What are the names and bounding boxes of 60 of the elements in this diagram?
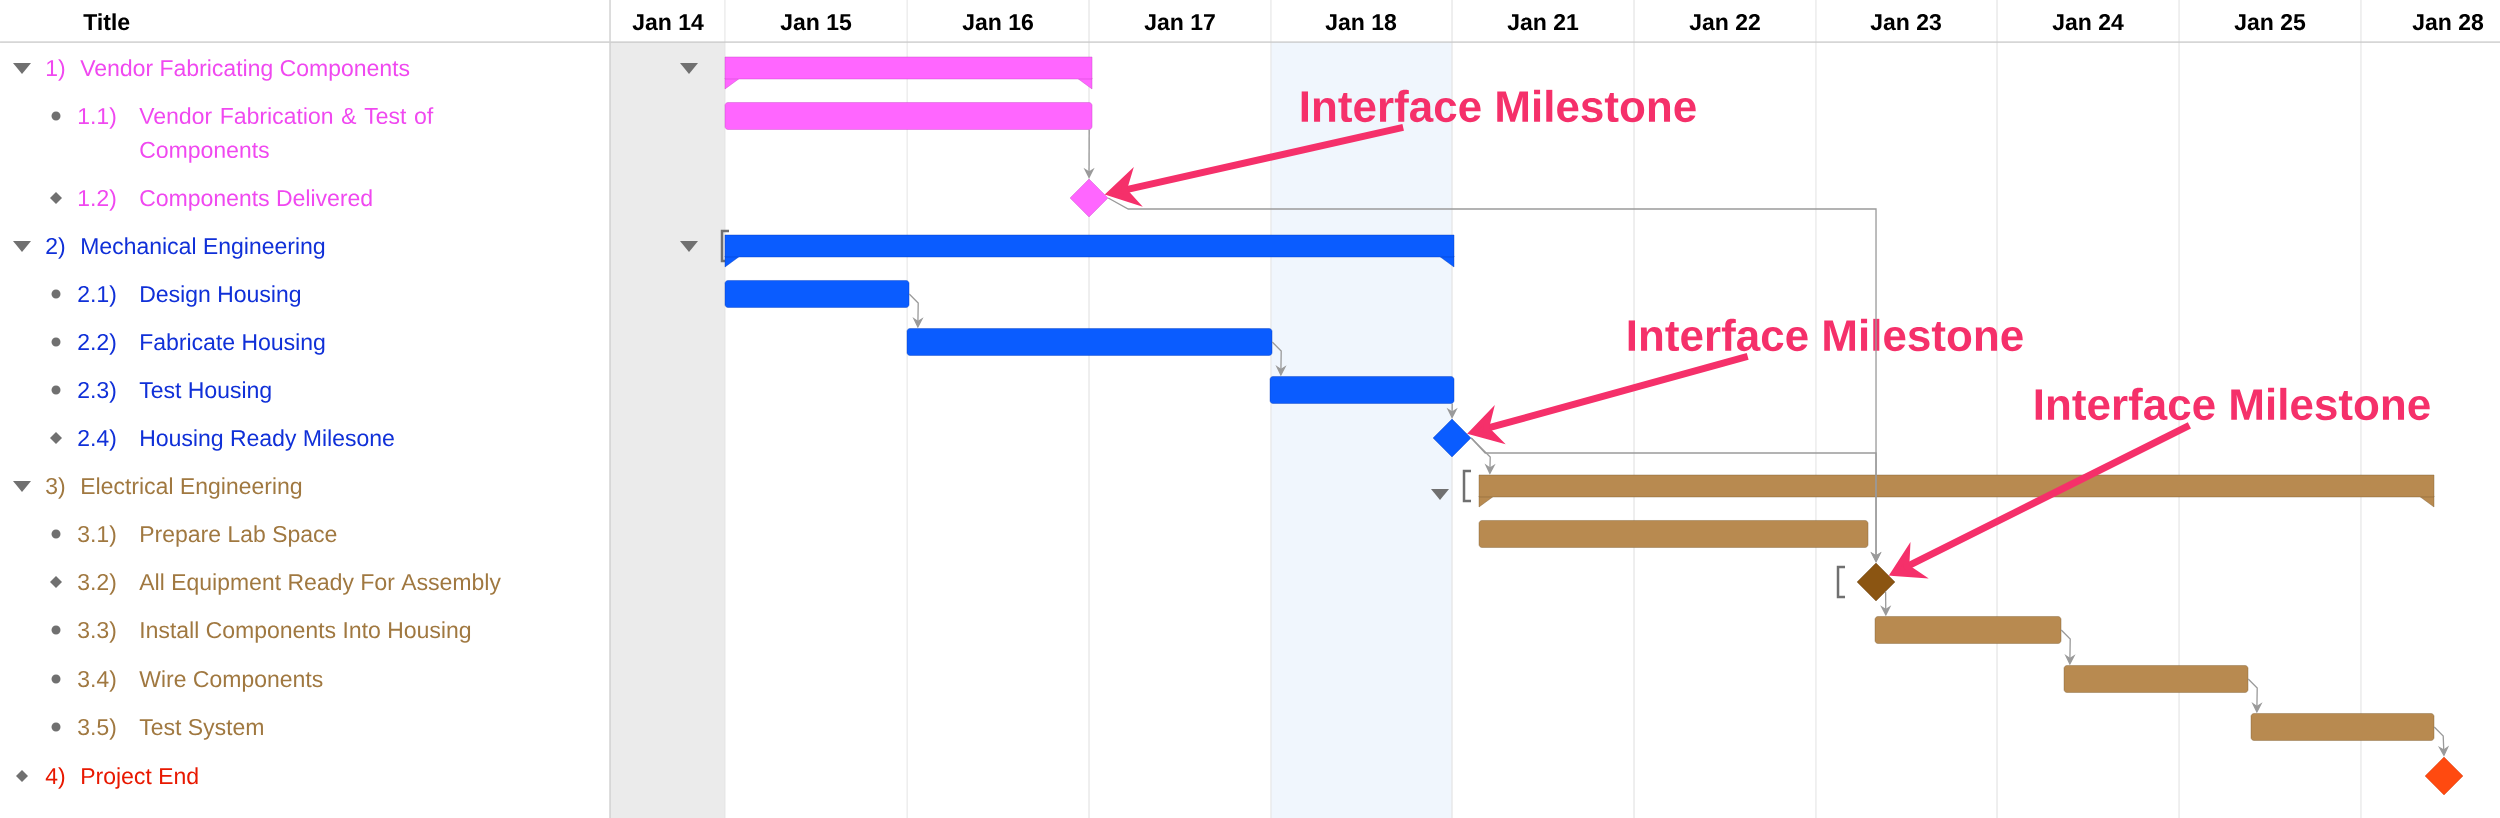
task-title: Components Delivered xyxy=(140,189,372,211)
date-header: Jan 16 xyxy=(962,13,1033,31)
task-title: Vendor Fabrication & Test of Components xyxy=(139,107,434,163)
task-number: 3) xyxy=(46,477,65,499)
task-title: Fabricate Housing xyxy=(141,333,325,355)
task-bar xyxy=(724,102,1093,130)
task-bar xyxy=(2063,665,2249,693)
task-title: Test System xyxy=(139,718,263,740)
date-header: Jan 14 xyxy=(632,14,704,31)
task-number: 3.4) xyxy=(78,670,116,692)
milestone-diamond xyxy=(1856,562,1896,602)
task-title: Housing Ready Milesone xyxy=(141,429,394,451)
task-number: 4) xyxy=(45,767,65,789)
task-number: 2.4) xyxy=(78,429,116,451)
date-header: Jan 22 xyxy=(1689,13,1760,31)
date-header: Jan 15 xyxy=(780,14,852,31)
task-number: 3.3) xyxy=(78,621,116,643)
task-number: 1.1) xyxy=(78,107,116,129)
task-title: Wire Components xyxy=(139,670,323,692)
date-header: Jan 17 xyxy=(1144,14,1215,31)
date-header: Jan 25 xyxy=(2234,13,2306,31)
summary-bar xyxy=(1478,474,2435,508)
summary-bar xyxy=(724,56,1093,90)
task-bar xyxy=(1269,376,1455,404)
milestone-diamond xyxy=(2424,756,2464,796)
callout-text: Interface Milestone xyxy=(1301,89,1696,123)
task-number: 1.2) xyxy=(78,189,116,211)
task-title: Vendor Fabricating Components xyxy=(80,59,410,81)
task-title: Install Components Into Housing xyxy=(141,621,471,643)
task-title: Test Housing xyxy=(139,381,271,403)
task-number: 3.1) xyxy=(78,525,116,547)
task-number: 2) xyxy=(46,237,65,259)
date-header: Jan 24 xyxy=(2052,13,2124,31)
task-number: 2.1) xyxy=(78,285,116,307)
column-header: Title xyxy=(83,13,130,31)
task-bar xyxy=(2250,713,2435,741)
date-header: Jan 18 xyxy=(1325,13,1397,31)
callout-text: Interface Milestone xyxy=(1628,318,2023,352)
task-title: All Equipment Ready For Assembly xyxy=(139,573,501,595)
task-bar xyxy=(906,328,1273,356)
task-title: Mechanical Engineering xyxy=(82,237,325,259)
date-header: Jan 21 xyxy=(1507,13,1579,31)
callout-text: Interface Milestone xyxy=(2035,387,2430,421)
task-bar xyxy=(1874,616,2062,644)
task-number: 3.2) xyxy=(78,573,116,595)
task-bar xyxy=(1478,520,1869,548)
task-number: 2.3) xyxy=(78,381,116,403)
task-number: 1) xyxy=(46,59,65,81)
milestone-diamond xyxy=(1069,178,1109,218)
date-header: Jan 23 xyxy=(1870,13,1941,31)
task-title: Electrical Engineering xyxy=(82,477,302,499)
task-title: Prepare Lab Space xyxy=(141,525,337,547)
task-number: 2.2) xyxy=(78,333,116,355)
task-title: Project End xyxy=(82,767,198,789)
task-number: 3.5) xyxy=(78,718,116,740)
milestone-diamond xyxy=(1432,418,1472,458)
task-title: Design Housing xyxy=(141,285,301,307)
summary-bar xyxy=(724,234,1455,268)
date-header: Jan 28 xyxy=(2412,13,2484,31)
task-bar xyxy=(724,280,910,308)
